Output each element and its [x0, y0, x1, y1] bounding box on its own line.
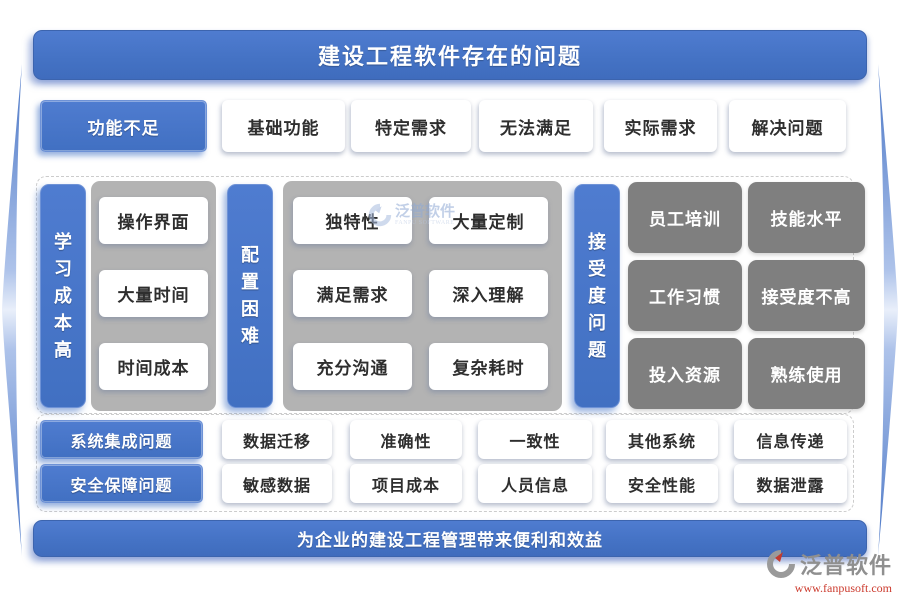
card-text: 充分沟通	[316, 359, 389, 378]
label-function-insufficient: 功能不足	[40, 100, 207, 152]
pill-learning-cost: 学习成本高	[40, 184, 86, 408]
card-complex-time-consuming: 复杂耗时	[429, 343, 548, 390]
card-text: 数据泄露	[756, 477, 825, 495]
card-other-systems: 其他系统	[606, 420, 718, 459]
card-solve-problem: 解决问题	[729, 100, 846, 152]
card-text: 投入资源	[649, 366, 721, 385]
brand-logo: 泛普软件 www.fanpusoft.com	[766, 548, 892, 596]
bottom-section-frame	[36, 414, 854, 512]
card-satisfy-needs: 满足需求	[293, 270, 412, 317]
card-text: 深入理解	[452, 286, 525, 305]
card-skill-level: 技能水平	[748, 182, 865, 253]
card-information-transfer: 信息传递	[734, 420, 847, 459]
card-low-acceptance: 接受度不高	[748, 260, 865, 331]
card-uniqueness: 独特性	[293, 197, 412, 244]
pill-config-difficulty: 配置困难	[227, 184, 273, 408]
card-project-cost: 项目成本	[350, 464, 462, 503]
card-text: 实际需求	[624, 118, 697, 138]
card-personnel-info: 人员信息	[478, 464, 592, 503]
footer-banner: 为企业的建设工程管理带来便利和效益	[33, 520, 867, 557]
card-text: 一致性	[509, 433, 561, 451]
card-text: 准确性	[380, 433, 432, 451]
label-text: 功能不足	[87, 118, 160, 138]
card-specific-needs: 特定需求	[351, 100, 471, 152]
card-much-time: 大量时间	[99, 270, 208, 317]
card-full-communication: 充分沟通	[293, 343, 412, 390]
page-title: 建设工程软件存在的问题	[317, 44, 582, 69]
card-invest-resources: 投入资源	[628, 338, 742, 409]
card-employee-training: 员工培训	[628, 182, 742, 253]
card-text: 熟练使用	[770, 366, 843, 385]
label-text: 系统集成问题	[70, 433, 173, 451]
card-text: 满足需求	[316, 286, 389, 305]
card-text: 接受度不高	[761, 288, 852, 307]
label-system-integration: 系统集成问题	[40, 420, 203, 459]
card-text: 项目成本	[371, 477, 440, 495]
card-text: 大量定制	[452, 213, 525, 232]
card-deep-understanding: 深入理解	[429, 270, 548, 317]
card-text: 技能水平	[770, 210, 843, 229]
brand-name: 泛普软件	[799, 553, 892, 578]
card-text: 员工培训	[649, 210, 721, 229]
label-security-assurance: 安全保障问题	[40, 464, 203, 503]
card-proficient-use: 熟练使用	[748, 338, 865, 409]
footer-text: 为企业的建设工程管理带来便利和效益	[297, 531, 603, 550]
card-text: 大量时间	[117, 286, 190, 305]
card-security-performance: 安全性能	[606, 464, 718, 503]
card-text: 工作习惯	[649, 288, 721, 307]
card-basic-function: 基础功能	[222, 100, 345, 152]
card-operation-ui: 操作界面	[99, 197, 208, 244]
card-mass-customization: 大量定制	[429, 197, 548, 244]
pill-acceptance-problem: 接受度问题	[574, 184, 620, 408]
card-text: 复杂耗时	[452, 359, 525, 378]
card-text: 操作界面	[117, 213, 190, 232]
card-consistency: 一致性	[478, 420, 592, 459]
card-actual-needs: 实际需求	[604, 100, 717, 152]
card-text: 敏感数据	[242, 477, 311, 495]
card-text: 时间成本	[117, 359, 190, 378]
card-text: 信息传递	[756, 433, 825, 451]
title-banner: 建设工程软件存在的问题	[33, 30, 867, 80]
card-text: 基础功能	[247, 118, 320, 138]
pill-text: 配置困难	[240, 245, 259, 346]
label-text: 安全保障问题	[70, 477, 173, 495]
pill-text: 学习成本高	[53, 231, 72, 360]
card-data-migration: 数据迁移	[222, 420, 332, 459]
brand-swirl-icon	[767, 550, 795, 578]
pill-text: 接受度问题	[587, 231, 606, 360]
left-ribbon-arrow	[2, 64, 22, 556]
card-cannot-satisfy: 无法满足	[479, 100, 593, 152]
card-text: 独特性	[325, 213, 380, 232]
card-text: 数据迁移	[242, 433, 311, 451]
card-text: 其他系统	[627, 433, 696, 451]
card-sensitive-data: 敏感数据	[222, 464, 332, 503]
card-work-habits: 工作习惯	[628, 260, 742, 331]
card-accuracy: 准确性	[350, 420, 462, 459]
card-text: 解决问题	[751, 118, 824, 138]
card-text: 无法满足	[500, 118, 572, 138]
card-data-leak: 数据泄露	[734, 464, 847, 503]
card-text: 安全性能	[627, 477, 696, 495]
right-ribbon-arrow	[878, 64, 898, 556]
card-time-cost: 时间成本	[99, 343, 208, 390]
card-text: 人员信息	[500, 477, 569, 495]
brand-url: www.fanpusoft.com	[794, 581, 892, 595]
card-text: 特定需求	[375, 118, 447, 138]
